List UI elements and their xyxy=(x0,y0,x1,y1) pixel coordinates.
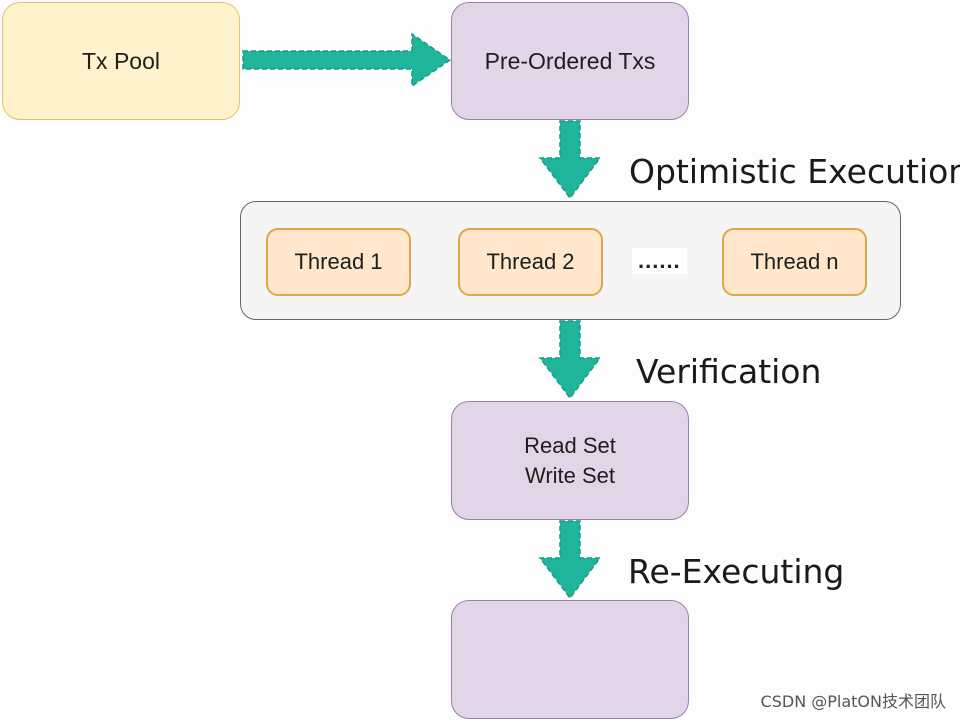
thread-2-box: Thread 2 xyxy=(458,228,603,296)
thread-ellipsis: ...... xyxy=(632,248,687,274)
optimistic-execution-label: Optimistic Execution xyxy=(629,152,960,191)
pre-ordered-txs-label: Pre-Ordered Txs xyxy=(484,47,656,74)
read-write-set-box: Read Set Write Set xyxy=(451,401,689,520)
thread-1-box: Thread 1 xyxy=(266,228,411,296)
verification-label: Verification xyxy=(636,352,822,391)
thread-2-label: Thread 2 xyxy=(486,249,575,274)
re-executed-box xyxy=(451,600,689,719)
re-executing-label: Re-Executing xyxy=(628,552,845,591)
arrow-threads-to-readwrite xyxy=(538,320,602,400)
tx-pool-label: Tx Pool xyxy=(82,47,160,74)
arrow-preordered-to-threads xyxy=(538,120,602,200)
pre-ordered-txs-box: Pre-Ordered Txs xyxy=(451,2,689,120)
read-set-label: Read Set xyxy=(524,432,616,458)
thread-1-label: Thread 1 xyxy=(294,249,383,274)
thread-n-box: Thread n xyxy=(722,228,867,296)
thread-n-label: Thread n xyxy=(750,249,839,274)
arrow-readwrite-to-final xyxy=(538,520,602,600)
write-set-label: Write Set xyxy=(524,462,616,488)
arrow-pool-to-preordered xyxy=(242,32,452,88)
tx-pool-box: Tx Pool xyxy=(2,2,240,120)
watermark: CSDN @PlatON技术团队 xyxy=(760,692,946,711)
